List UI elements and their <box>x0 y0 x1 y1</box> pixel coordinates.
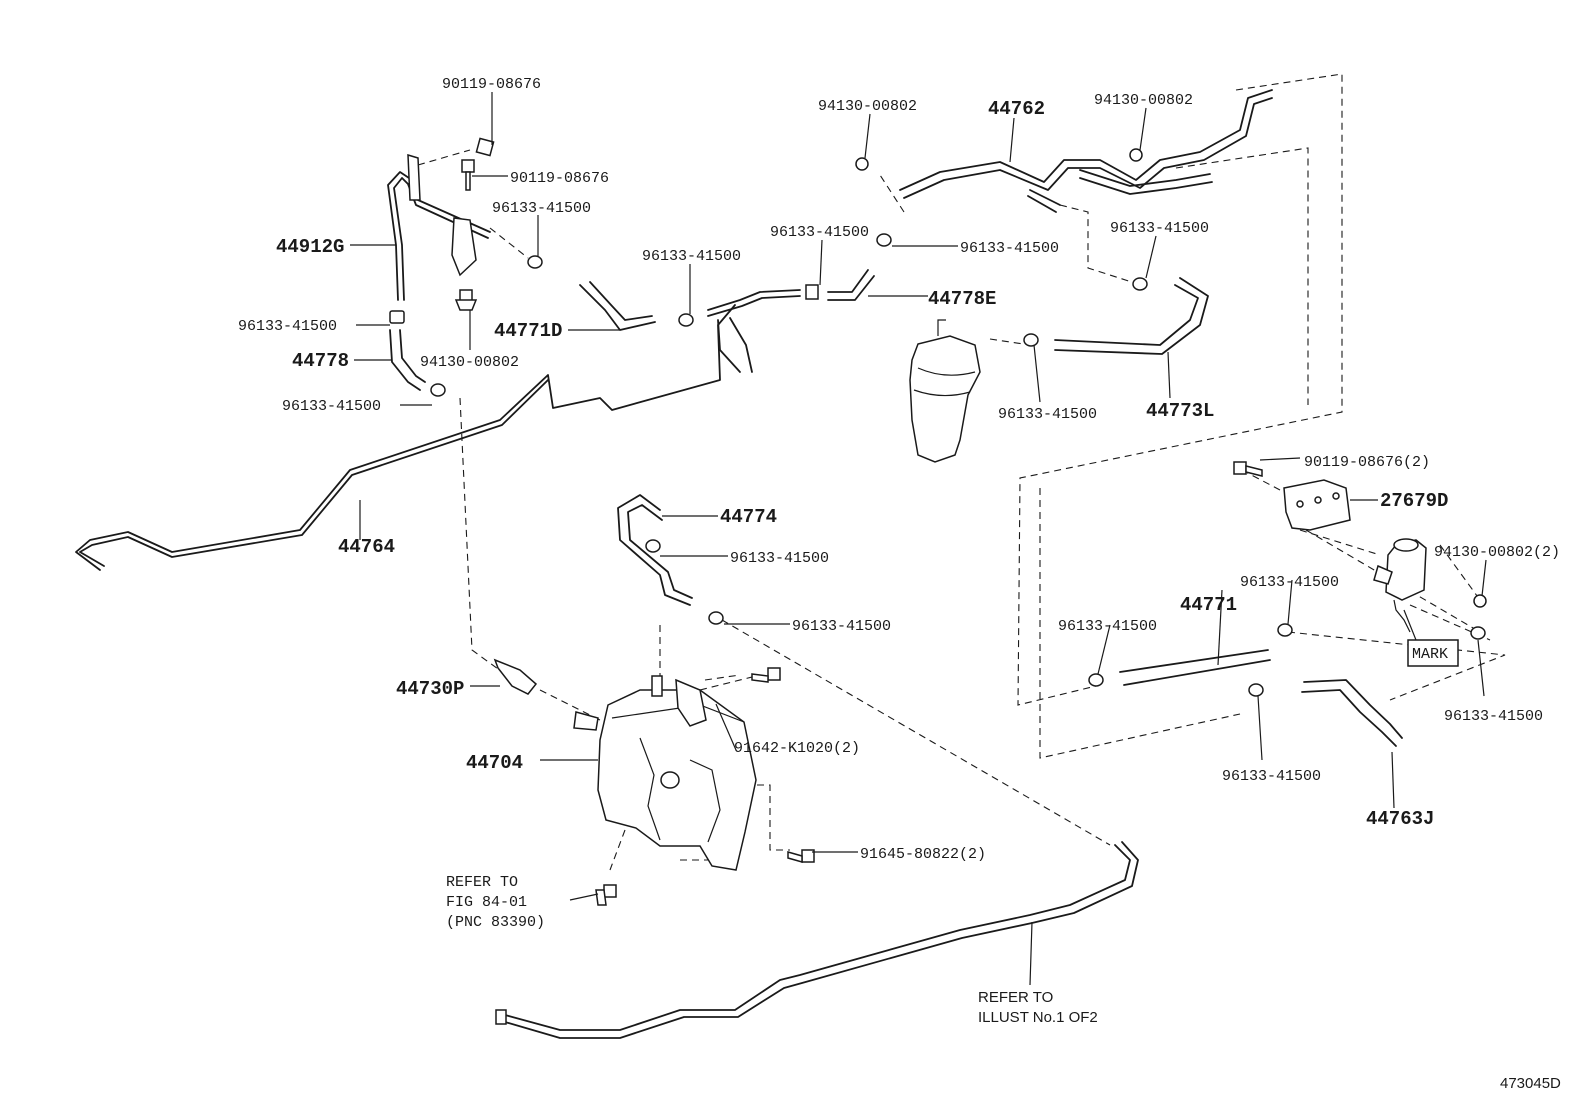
label-44704: 44704 <box>466 752 523 774</box>
label-mark: MARK <box>1412 646 1448 663</box>
label-96133-41500-i: 96133-41500 <box>730 550 829 567</box>
label-44778: 44778 <box>292 350 349 372</box>
label-refer-fig-line2: FIG 84-01 <box>446 894 527 911</box>
label-96133-41500-k: 96133-41500 <box>1240 574 1339 591</box>
label-94130-00802-b: 94130-00802 <box>818 98 917 115</box>
label-96133-41500-e: 96133-41500 <box>770 224 869 241</box>
part-labels: 90119-08676 90119-08676 96133-41500 4491… <box>238 76 1561 1092</box>
label-refer-illust-line2: ILLUST No.1 OF2 <box>978 1009 1098 1026</box>
parts <box>389 137 1487 1025</box>
label-44771D: 44771D <box>494 320 562 342</box>
label-94130-00802-a: 94130-00802 <box>420 354 519 371</box>
label-refer-illust-line1: REFER TO <box>978 989 1053 1006</box>
label-96133-41500-n: 96133-41500 <box>1222 768 1321 785</box>
label-94130-00802-2: 94130-00802(2) <box>1434 544 1560 561</box>
dashed-guides <box>417 73 1506 871</box>
label-44771: 44771 <box>1180 594 1237 616</box>
label-96133-41500-d: 96133-41500 <box>642 248 741 265</box>
label-91642-K1020: 91642-K1020(2) <box>734 740 860 757</box>
label-90119-08676-2: 90119-08676(2) <box>1304 454 1430 471</box>
label-refer-fig-line1: REFER TO <box>446 874 518 891</box>
label-96133-41500-m: 96133-41500 <box>1444 708 1543 725</box>
label-96133-41500-f: 96133-41500 <box>960 240 1059 257</box>
label-44762: 44762 <box>988 98 1045 120</box>
label-96133-41500-j: 96133-41500 <box>792 618 891 635</box>
label-96133-41500-b: 96133-41500 <box>238 318 337 335</box>
label-refer-fig-line3: (PNC 83390) <box>446 914 545 931</box>
label-96133-41500-h: 96133-41500 <box>998 406 1097 423</box>
label-44774: 44774 <box>720 506 777 528</box>
label-44730P: 44730P <box>396 678 464 700</box>
label-96133-41500-l: 96133-41500 <box>1058 618 1157 635</box>
illustration-code: 473045D <box>1500 1075 1561 1092</box>
pipes <box>75 89 1403 1039</box>
label-96133-41500-g: 96133-41500 <box>1110 220 1209 237</box>
label-44778E: 44778E <box>928 288 996 310</box>
label-44764: 44764 <box>338 536 395 558</box>
label-96133-41500-c: 96133-41500 <box>282 398 381 415</box>
leader-lines <box>350 92 1487 986</box>
label-44912G: 44912G <box>276 236 344 258</box>
label-91645-80822: 91645-80822(2) <box>860 846 986 863</box>
label-44773L: 44773L <box>1146 400 1214 422</box>
label-44763J: 44763J <box>1366 808 1434 830</box>
label-90119-08676-top: 90119-08676 <box>442 76 541 93</box>
label-90119-08676: 90119-08676 <box>510 170 609 187</box>
label-96133-41500-a: 96133-41500 <box>492 200 591 217</box>
label-27679D: 27679D <box>1380 490 1448 512</box>
label-94130-00802-c: 94130-00802 <box>1094 92 1193 109</box>
